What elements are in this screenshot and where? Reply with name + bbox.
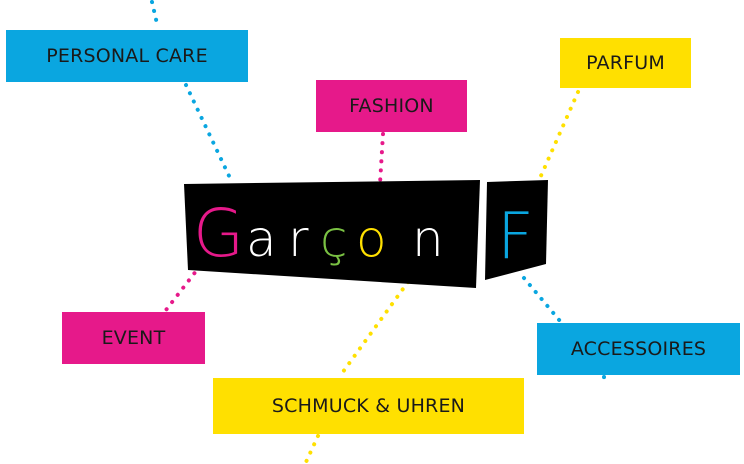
connector-schmuck — [338, 280, 410, 378]
logo-letter-g: G — [193, 195, 244, 272]
category-schmuck-uhren-button[interactable]: SCHMUCK & UHREN — [213, 378, 524, 434]
category-parfum-button[interactable]: PARFUM — [560, 38, 691, 88]
logo-letter-r: r — [288, 210, 309, 268]
category-fashion-button[interactable]: FASHION — [316, 80, 467, 132]
connector-schmuck-bottom — [304, 434, 320, 464]
logo-letter-a: a — [246, 210, 277, 268]
connector-personal-care-top — [150, 0, 160, 30]
connector-fashion — [378, 132, 385, 186]
category-event-button[interactable]: EVENT — [62, 312, 205, 364]
logo-letter-n: n — [412, 210, 444, 268]
category-accessoires-button[interactable]: ACCESSOIRES — [537, 323, 740, 375]
brand-logo[interactable]: G a r ç o n F — [184, 180, 548, 288]
category-personal-care-button[interactable]: PERSONAL CARE — [6, 30, 248, 82]
connector-event — [164, 264, 202, 312]
logo-letter-f: F — [497, 200, 534, 274]
connector-personal-care — [184, 83, 232, 180]
category-accessoires-label: ACCESSOIRES — [570, 338, 707, 360]
logo-plate-main — [184, 180, 480, 288]
logo-letter-c-cedilla: ç — [320, 210, 348, 268]
category-parfum-label: PARFUM — [586, 52, 665, 74]
logo-plate-f — [485, 180, 548, 280]
category-personal-care-label: PERSONAL CARE — [46, 45, 208, 67]
category-event-label: EVENT — [101, 327, 166, 349]
connector-parfum — [538, 90, 580, 180]
category-fashion-label: FASHION — [349, 95, 434, 117]
category-schmuck-uhren-label: SCHMUCK & UHREN — [271, 395, 466, 417]
connector-accessoires — [522, 276, 562, 323]
logo-letter-o: o — [356, 210, 387, 268]
